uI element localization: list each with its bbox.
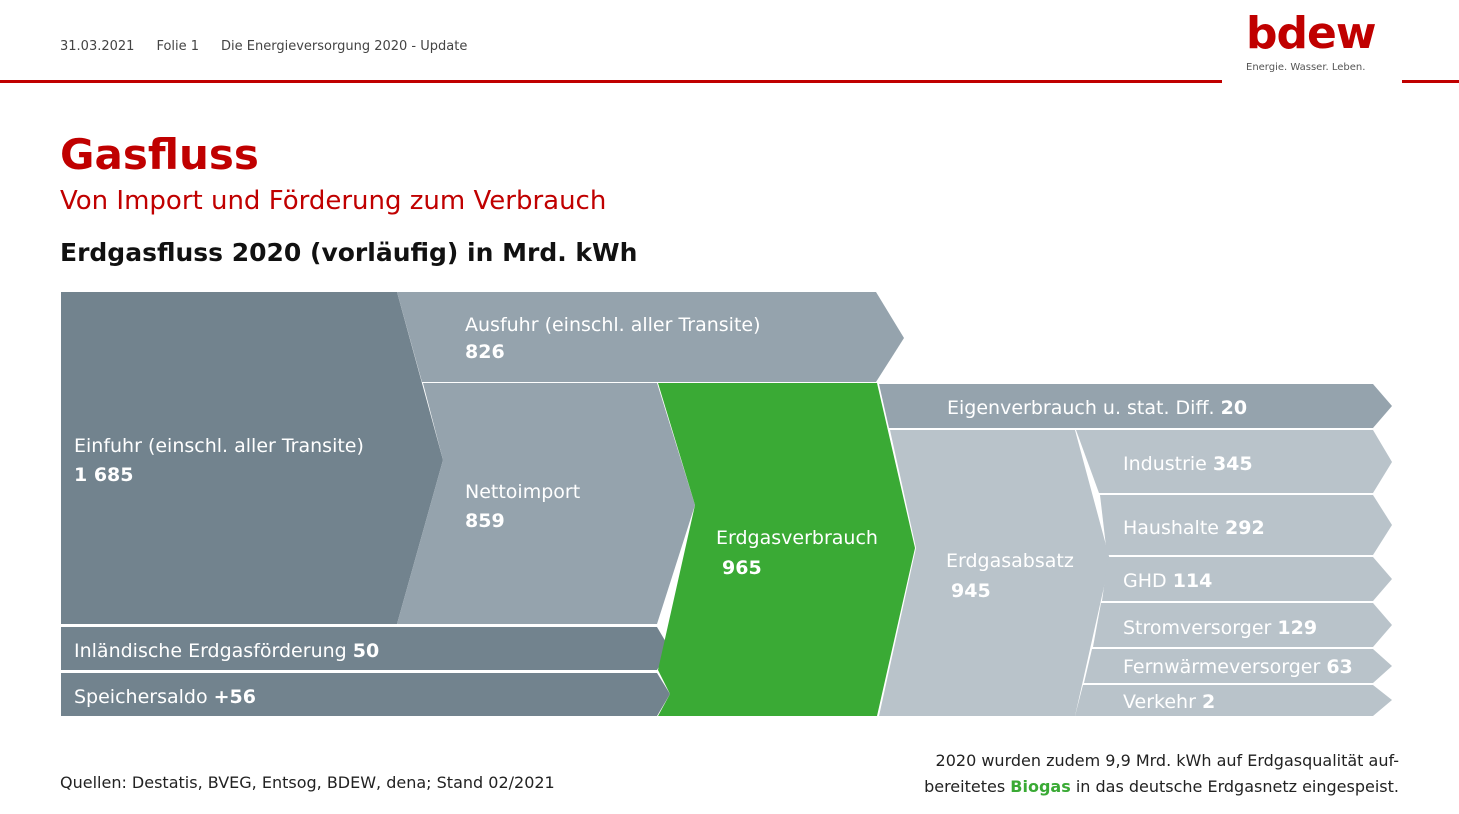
sources-footnote: Quellen: Destatis, BVEG, Entsog, BDEW, d…	[60, 773, 555, 792]
verbrauch-label: Erdgasverbrauch	[716, 527, 878, 549]
foerderung-value: 50	[353, 640, 379, 662]
note-line-2-pre: bereitetes	[924, 777, 1006, 796]
note-line-1: 2020 wurden zudem 9,9 Mrd. kWh auf Erdga…	[935, 751, 1399, 770]
sector-label: Verkehr	[1123, 691, 1196, 713]
flow-fernwaermeversorger	[1084, 649, 1392, 683]
absatz-label: Erdgasabsatz	[946, 550, 1074, 572]
eigenverbrauch-text: Eigenverbrauch u. stat. Diff. 20	[947, 397, 1247, 419]
verbrauch-value: 965	[722, 557, 762, 579]
flow-foerderung	[61, 627, 670, 670]
diagram-heading: Erdgasfluss 2020 (vorläufig) in Mrd. kWh	[60, 238, 638, 267]
page-title: Gasfluss	[60, 130, 259, 179]
flow-industrie	[1076, 430, 1392, 493]
sector-verkehr-text: Verkehr 2	[1123, 691, 1215, 713]
ausfuhr-label: Ausfuhr (einschl. aller Transite)	[465, 314, 761, 336]
flow-ghd	[1102, 557, 1392, 601]
slide-number: Folie 1	[156, 39, 200, 54]
sector-value: 114	[1173, 570, 1213, 592]
biogas-note: 2020 wurden zudem 9,9 Mrd. kWh auf Erdga…	[924, 748, 1399, 800]
sector-fernwaerme-text: Fernwärmeversorger 63	[1123, 656, 1353, 678]
logo-word: bdew	[1246, 8, 1376, 59]
slide-meta: 31.03.2021 Folie 1 Die Energieversorgung…	[60, 39, 467, 54]
einfuhr-label: Einfuhr (einschl. aller Transite)	[74, 435, 364, 457]
einfuhr-value: 1 685	[74, 464, 134, 486]
speicher-text: Speichersaldo +56	[74, 686, 256, 708]
flow-nettoimport	[397, 383, 695, 624]
sector-value: 345	[1213, 453, 1253, 475]
speicher-label: Speichersaldo	[74, 686, 208, 708]
flow-haushalte	[1100, 495, 1392, 555]
nettoimport-value: 859	[465, 510, 505, 532]
nettoimport-label: Nettoimport	[465, 481, 580, 503]
note-line-2-post: in das deutsche Erdgasnetz eingespeist.	[1075, 777, 1399, 796]
sector-value: 2	[1202, 691, 1215, 713]
sector-value: 292	[1225, 517, 1265, 539]
flow-einfuhr	[61, 292, 443, 624]
foerderung-text: Inländische Erdgasförderung 50	[74, 640, 379, 662]
presentation-title: Die Energieversorgung 2020 - Update	[221, 39, 468, 54]
page-subtitle: Von Import und Förderung zum Verbrauch	[60, 186, 607, 216]
foerderung-label: Inländische Erdgasförderung	[74, 640, 347, 662]
flow-verkehr	[1075, 685, 1392, 716]
flow-eigenverbrauch	[879, 384, 1392, 428]
header-rule	[0, 80, 1222, 83]
flow-erdgasabsatz	[879, 430, 1110, 716]
sector-value: 129	[1277, 617, 1317, 639]
sector-stromversorger-text: Stromversorger 129	[1123, 617, 1317, 639]
flow-speichersaldo	[61, 673, 670, 716]
sector-ghd-text: GHD 114	[1123, 570, 1212, 592]
biogas-highlight: Biogas	[1010, 777, 1071, 796]
flow-erdgasverbrauch	[658, 383, 915, 716]
slide-date: 31.03.2021	[60, 39, 135, 54]
absatz-value: 945	[951, 580, 991, 602]
sector-haushalte-text: Haushalte 292	[1123, 517, 1265, 539]
sector-label: Haushalte	[1123, 517, 1219, 539]
flow-stromversorger	[1093, 603, 1392, 647]
note-line-2: bereitetes Biogas in das deutsche Erdgas…	[924, 774, 1399, 800]
ausfuhr-value: 826	[465, 341, 505, 363]
sector-value: 63	[1326, 656, 1352, 678]
sector-label: Fernwärmeversorger	[1123, 656, 1320, 678]
speicher-value: +56	[214, 686, 256, 708]
flow-ausfuhr	[397, 292, 904, 382]
sector-industrie-text: Industrie 345	[1123, 453, 1253, 475]
bdew-logo: bdew Energie. Wasser. Leben.	[1246, 8, 1386, 74]
header-rule-right	[1402, 80, 1459, 83]
sector-label: Stromversorger	[1123, 617, 1272, 639]
eigenverbrauch-label: Eigenverbrauch u. stat. Diff.	[947, 397, 1215, 419]
eigenverbrauch-value: 20	[1221, 397, 1247, 419]
sector-label: GHD	[1123, 570, 1167, 592]
sector-label: Industrie	[1123, 453, 1207, 475]
logo-tagline: Energie. Wasser. Leben.	[1246, 62, 1366, 73]
